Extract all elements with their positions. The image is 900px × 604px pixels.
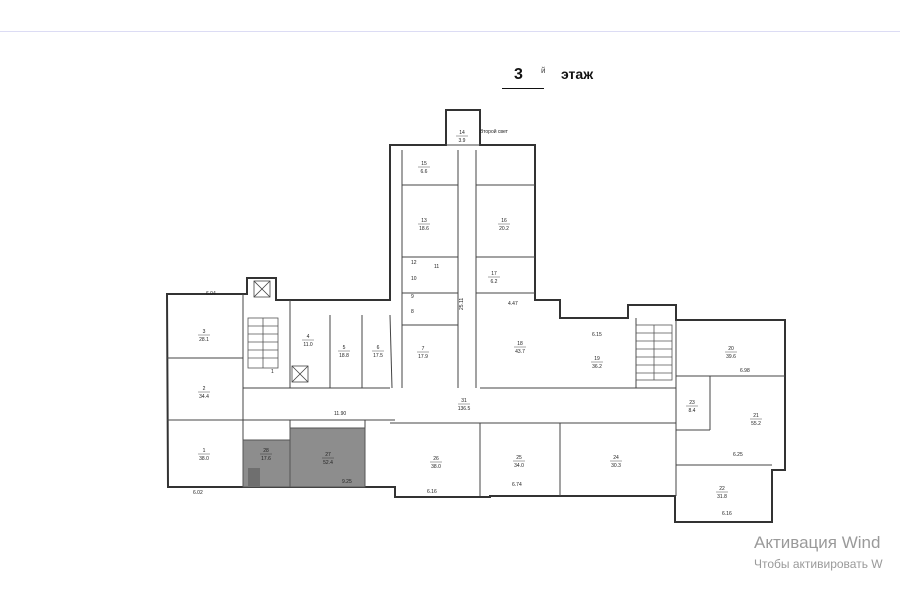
windows-activation-watermark: Активация Wind Чтобы активировать W bbox=[754, 533, 883, 571]
dim-label: 6.25 bbox=[733, 452, 743, 458]
room-number: 12 bbox=[411, 260, 417, 266]
room-number-7: 7 bbox=[422, 346, 425, 352]
room-area-4: 11.0 bbox=[303, 342, 313, 348]
room-area-6: 17.5 bbox=[373, 353, 383, 359]
room-number-31: 31 bbox=[461, 398, 467, 404]
room-number: 9 bbox=[411, 294, 414, 300]
floor-word: этаж bbox=[561, 66, 594, 82]
dim-label: 6.74 bbox=[512, 482, 522, 488]
dim-label: 6.16 bbox=[722, 511, 732, 517]
room-number-14: 14 bbox=[459, 130, 465, 136]
room-area-27: 52.4 bbox=[323, 460, 333, 466]
room-number-21: 21 bbox=[753, 413, 759, 419]
room-area-3: 28.1 bbox=[199, 337, 209, 343]
room-area-23: 8.4 bbox=[689, 408, 696, 414]
room-number-24: 24 bbox=[613, 455, 619, 461]
room-number-16: 16 bbox=[501, 218, 507, 224]
stairs bbox=[247, 317, 673, 381]
room-area-1: 38.0 bbox=[199, 456, 209, 462]
room-number-4: 4 bbox=[307, 334, 310, 340]
room-number-17: 17 bbox=[491, 271, 497, 277]
room-area-5: 18.8 bbox=[339, 353, 349, 359]
room-number-26: 26 bbox=[433, 456, 439, 462]
room-area-22: 31.8 bbox=[717, 494, 727, 500]
room-area-21: 55.2 bbox=[751, 421, 761, 427]
floor-number: 3 bbox=[514, 66, 523, 83]
room-number-20: 20 bbox=[728, 346, 734, 352]
dim-label: 6.04 bbox=[206, 291, 216, 297]
room-number-25: 25 bbox=[516, 455, 522, 461]
room-number-5: 5 bbox=[343, 345, 346, 351]
room-area-19: 36.2 bbox=[592, 364, 602, 370]
room-area-15: 6.6 bbox=[421, 169, 428, 175]
dim-label: 11.90 bbox=[334, 411, 346, 417]
floor-title: 3 й этаж bbox=[500, 64, 610, 94]
room-area-20: 39.6 bbox=[726, 354, 736, 360]
room-number-18: 18 bbox=[517, 341, 523, 347]
room-area-26: 38.0 bbox=[431, 464, 441, 470]
dim-label: 6.98 bbox=[740, 368, 750, 374]
dimension-labels: 11.90 25.11 6.04 4.47 6.15 6.98 6.25 6.1… bbox=[193, 128, 750, 517]
floor-number-suffix: й bbox=[541, 66, 546, 75]
room-number-19: 19 bbox=[594, 356, 600, 362]
corridor-note: Второй свет bbox=[480, 128, 509, 135]
room-number-1: 1 bbox=[203, 448, 206, 454]
highlighted-rooms bbox=[242, 427, 366, 488]
watermark-line-1: Активация Wind bbox=[754, 533, 881, 552]
room-number-2: 2 bbox=[203, 386, 206, 392]
room-number: 8 bbox=[411, 309, 414, 315]
room-number-23: 23 bbox=[689, 400, 695, 406]
dim-label: 6.16 bbox=[427, 489, 437, 495]
watermark-line-2: Чтобы активировать W bbox=[754, 557, 883, 571]
room-number: 10 bbox=[411, 276, 417, 282]
room-number-28: 28 bbox=[263, 448, 269, 454]
room-number: 11 bbox=[434, 264, 439, 270]
room-number-27: 27 bbox=[325, 452, 331, 458]
room-area-7: 17.9 bbox=[418, 354, 428, 360]
room-area-17: 6.2 bbox=[491, 279, 498, 285]
elevator-shafts bbox=[253, 280, 309, 383]
room-number: 1 bbox=[271, 369, 274, 375]
floor-number-underline bbox=[502, 88, 544, 89]
room-area-25: 34.0 bbox=[514, 463, 524, 469]
room-area-16: 20.2 bbox=[499, 226, 509, 232]
room-area-2: 34.4 bbox=[199, 394, 209, 400]
room-number-3: 3 bbox=[203, 329, 206, 335]
room-area-31: 136.5 bbox=[458, 406, 471, 412]
top-divider-line bbox=[0, 31, 900, 32]
room-number-22: 22 bbox=[719, 486, 725, 492]
room-area-24: 30.3 bbox=[611, 463, 621, 469]
room-area-18: 43.7 bbox=[515, 349, 525, 355]
room-number-13: 13 bbox=[421, 218, 427, 224]
dim-label: 6.02 bbox=[193, 490, 203, 496]
room-area-28: 17.6 bbox=[261, 456, 271, 462]
room-area-14: 3.9 bbox=[459, 138, 466, 144]
dim-label: 4.47 bbox=[508, 301, 518, 307]
room-number-15: 15 bbox=[421, 161, 427, 167]
room-number-6: 6 bbox=[377, 345, 380, 351]
outer-walls bbox=[165, 109, 786, 523]
dim-label: 9.25 bbox=[342, 479, 352, 485]
room-area-13: 18.6 bbox=[419, 226, 429, 232]
dim-label: 25.11 bbox=[459, 298, 465, 310]
dim-label: 6.15 bbox=[592, 332, 602, 338]
